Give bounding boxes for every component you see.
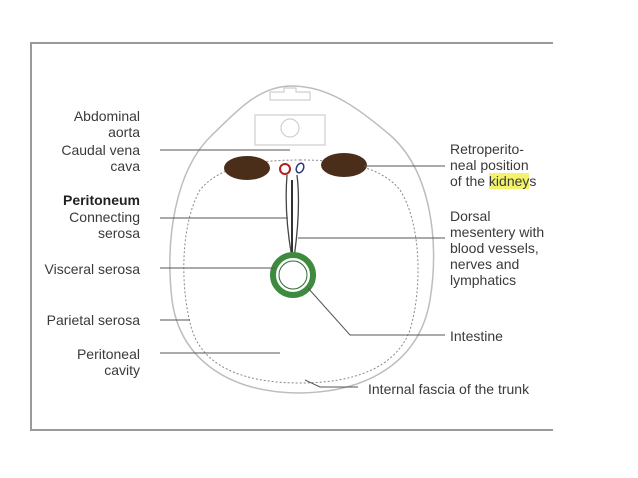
dorsal-mesentery <box>285 174 300 259</box>
leader-internal-fascia <box>304 379 358 388</box>
label-internal-fascia: Internal fascia of the trunk <box>368 381 530 397</box>
left-kidney <box>224 156 270 180</box>
parietal-serosa-outline <box>183 159 419 384</box>
aorta-vessel <box>279 163 291 175</box>
vena-cava-vessel <box>295 162 305 174</box>
label-peritoneum: Peritoneum <box>62 192 140 208</box>
kidney-highlight: kidney <box>488 173 530 189</box>
figure-frame <box>30 42 553 431</box>
vertebra <box>254 87 326 146</box>
body-wall-outline <box>169 85 435 394</box>
label-parietal-serosa: Parietal serosa <box>46 312 140 328</box>
label-visceral-serosa: Visceral serosa <box>44 261 140 277</box>
leader-intestine <box>307 287 445 336</box>
label-retroperitoneal-kidneys: Retroperito- neal position of the kidney… <box>450 141 537 189</box>
spinal-canal <box>280 118 300 138</box>
intestine-lumen <box>278 260 308 290</box>
label-dorsal-mesentery: Dorsal mesentery with blood vessels, ner… <box>450 208 545 288</box>
label-intestine: Intestine <box>450 328 503 344</box>
right-kidney <box>321 153 367 177</box>
